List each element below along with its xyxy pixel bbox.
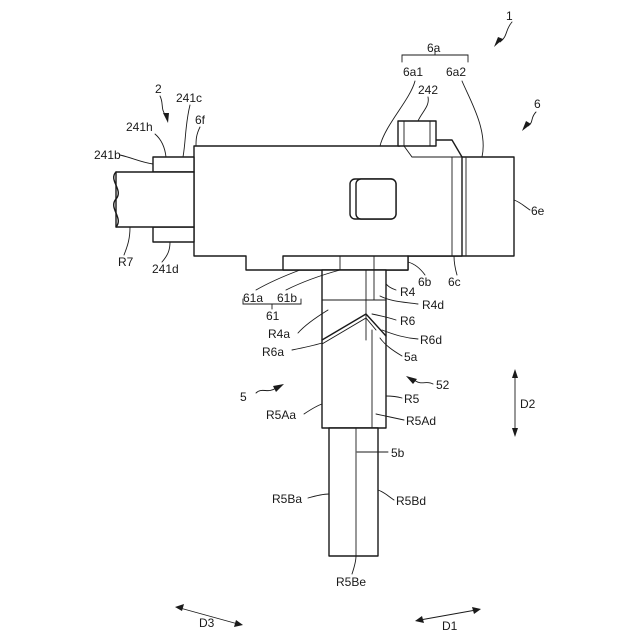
label-5b: 5b — [391, 446, 405, 460]
blade-shank-5b — [329, 428, 378, 556]
label-R4d: R4d — [422, 298, 444, 312]
label-6: 6 — [534, 97, 541, 111]
shank-R7 — [114, 157, 194, 242]
label-5a: 5a — [404, 350, 418, 364]
label-6b: 6b — [418, 275, 432, 289]
label-241c: 241c — [176, 91, 202, 105]
label-D3: D3 — [199, 616, 215, 630]
label-R6a: R6a — [262, 345, 284, 359]
label-241h: 241h — [126, 120, 153, 134]
label-52: 52 — [436, 378, 450, 392]
nut-242 — [398, 121, 436, 146]
square-boss — [350, 179, 396, 219]
label-5: 5 — [240, 390, 247, 404]
label-R7: R7 — [118, 255, 134, 269]
label-D2: D2 — [520, 397, 536, 411]
label-242: 242 — [418, 83, 438, 97]
label-6a2: 6a2 — [446, 65, 466, 79]
label-R4a: R4a — [268, 327, 290, 341]
main-body — [194, 140, 462, 270]
label-6a: 6a — [427, 41, 441, 55]
label-R5Ba: R5Ba — [272, 492, 302, 506]
label-61: 61 — [266, 309, 280, 323]
label-6a1: 6a1 — [403, 65, 423, 79]
label-61b: 61b — [277, 291, 297, 305]
flange-61 — [283, 256, 408, 270]
label-R5Aa: R5Aa — [266, 408, 296, 422]
leader-lines — [120, 50, 530, 574]
label-R4: R4 — [400, 285, 416, 299]
label-R5Ad: R5Ad — [406, 414, 436, 428]
label-R5Be: R5Be — [336, 575, 366, 589]
label-R5: R5 — [404, 392, 420, 406]
label-R6: R6 — [400, 314, 416, 328]
label-6f: 6f — [195, 113, 206, 127]
label-1: 1 — [506, 9, 513, 23]
label-6c: 6c — [448, 275, 461, 289]
label-6e: 6e — [531, 204, 545, 218]
label-D1: D1 — [442, 619, 458, 633]
label-241b: 241b — [94, 148, 121, 162]
label-R5Bd: R5Bd — [396, 494, 426, 508]
blade-5 — [322, 270, 386, 428]
label-61a: 61a — [243, 291, 263, 305]
label-241d: 241d — [152, 262, 179, 276]
direction-arrow-D2 — [512, 369, 518, 437]
label-2: 2 — [155, 82, 162, 96]
label-R6d: R6d — [420, 333, 442, 347]
